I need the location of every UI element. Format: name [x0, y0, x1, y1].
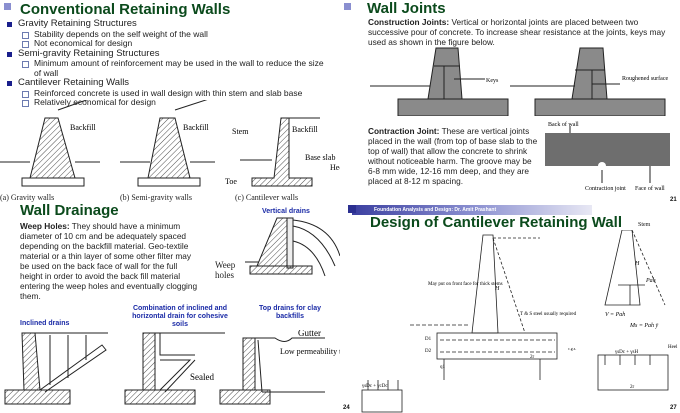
weep-holes-text: Weep Holes: They should have a minimum d… — [20, 221, 200, 301]
label-backfill: Backfill — [292, 125, 319, 134]
label-d1: D1 — [425, 337, 432, 342]
label-2r: 2r — [630, 385, 635, 390]
construction-joints-text: Construction Joints: Vertical or horizon… — [368, 17, 668, 47]
label-h: H — [634, 261, 640, 267]
construction-joints-figure: Keys Roughened surface — [370, 47, 668, 116]
label-h: H — [494, 286, 500, 292]
label-ms: Ms = Pah ȳ — [629, 322, 659, 329]
label-top-drains: Top drains for clay backfills — [258, 305, 322, 320]
contraction-joint-body: These are vertical joints placed in the … — [368, 126, 538, 186]
label-contraction-joint: Contraction joint — [585, 186, 626, 192]
slide-header: Foundation Analysis and Design: Dr. Amit… — [352, 205, 592, 215]
caption-semi-gravity: (b) Semi-gravity walls — [120, 193, 192, 202]
label-gutter: Gutter — [298, 330, 321, 338]
weep-holes-lead: Weep Holes: — [20, 221, 70, 231]
caption-cantilever: (c) Cantilever walls — [235, 193, 299, 202]
label-keys: Keys — [486, 78, 499, 84]
label-cgs: c.g.s. — [568, 346, 576, 351]
label-inclined-drains: Inclined drains — [20, 320, 70, 327]
page-number-left: 24 — [343, 405, 350, 411]
slide-title: Conventional Retaining Walls — [20, 1, 231, 18]
bullet-semi-gravity: Semi-gravity Retaining Structures — [0, 48, 335, 60]
label-combination-drain: Combination of inclined and horizontal d… — [132, 305, 228, 328]
label-load-heel: γsDc + γsH — [615, 350, 638, 355]
label-face-of-wall: Face of wall — [635, 185, 665, 192]
label-q1: q1 — [440, 365, 446, 370]
label-2r: 2r — [530, 355, 535, 360]
label-toe: Toe — [225, 177, 237, 186]
label-heel: Heel — [668, 345, 678, 350]
construction-joints-lead: Construction Joints: — [368, 17, 450, 27]
slide-design-cantilever: Foundation Analysis and Design: Dr. Amit… — [340, 205, 680, 413]
contraction-joint-text: Contraction Joint: These are vertical jo… — [368, 126, 538, 186]
slide-bullet-mark — [4, 3, 11, 10]
header-logo — [348, 205, 356, 213]
slide-wall-drainage: Wall Drainage Weep Holes: They should ha… — [0, 200, 340, 413]
contraction-joint-figure: Back of wall Contraction joint Face of w… — [545, 121, 670, 192]
label-stem: Stem — [638, 222, 651, 228]
label-backfill: Backfill — [70, 123, 97, 132]
label-low-permeability: Low permeability top layer — [280, 347, 340, 356]
page-number-right: 27 — [670, 405, 677, 411]
label-vertical-drains: Vertical drains — [262, 208, 310, 215]
wall-types-figure: Backfill Backfill Backfill Stem Base sla… — [0, 100, 340, 187]
cantilever-design-figure: May put on front face for thick stems T … — [361, 230, 678, 413]
label-roughened-surface: Roughened surface — [622, 75, 668, 82]
slide-title: Design of Cantilever Retaining Wall — [370, 214, 622, 231]
page-number: 21 — [670, 197, 677, 203]
drain-types-figure: Sealed Gutter Low permeability top layer — [4, 330, 340, 405]
label-load-toe: γsDc + γcDc — [362, 384, 388, 389]
construction-joints-body: Vertical or horizontal joints are placed… — [368, 17, 666, 47]
weep-holes-body: They should have a minimum diameter of 1… — [20, 221, 198, 301]
vertical-drains-figure — [245, 217, 340, 277]
sub-bullet: Relatively economical for design — [0, 97, 335, 108]
sub-bullet: Not economical for design — [0, 38, 335, 49]
slide-title: Wall Joints — [367, 0, 446, 17]
note-ts-steel: T & S steel usually required — [520, 312, 577, 317]
sub-bullet: Minimum amount of reinforcement may be u… — [0, 58, 330, 78]
label-back-of-wall: Back of wall — [548, 121, 579, 128]
caption-gravity: (a) Gravity walls — [0, 193, 55, 202]
sub-bullet: Stability depends on the self weight of … — [0, 29, 335, 40]
contraction-joint-lead: Contraction Joint: — [368, 126, 440, 136]
label-weep-holes: Weep holes — [215, 260, 236, 280]
label-pah: Pah — [645, 278, 656, 284]
label-backfill: Backfill — [183, 123, 210, 132]
bullet-gravity: Gravity Retaining Structures — [0, 18, 335, 30]
sub-bullet: Reinforced concrete is used in wall desi… — [0, 88, 335, 99]
label-base-slab: Base slab — [305, 153, 335, 162]
label-heel: Heel — [330, 163, 340, 172]
label-d2: D2 — [425, 349, 432, 354]
label-v: V = Pah — [605, 312, 625, 318]
slide-bullet-mark — [344, 3, 351, 10]
slide-title: Wall Drainage — [20, 202, 119, 219]
label-sealed: Sealed — [190, 372, 214, 382]
bullet-cantilever: Cantilever Retaining Walls — [0, 77, 335, 89]
note-front-face: May put on front face for thick stems — [428, 282, 503, 287]
slide-wall-joints: Wall Joints Construction Joints: Vertica… — [340, 0, 680, 205]
label-stem: Stem — [232, 127, 249, 136]
